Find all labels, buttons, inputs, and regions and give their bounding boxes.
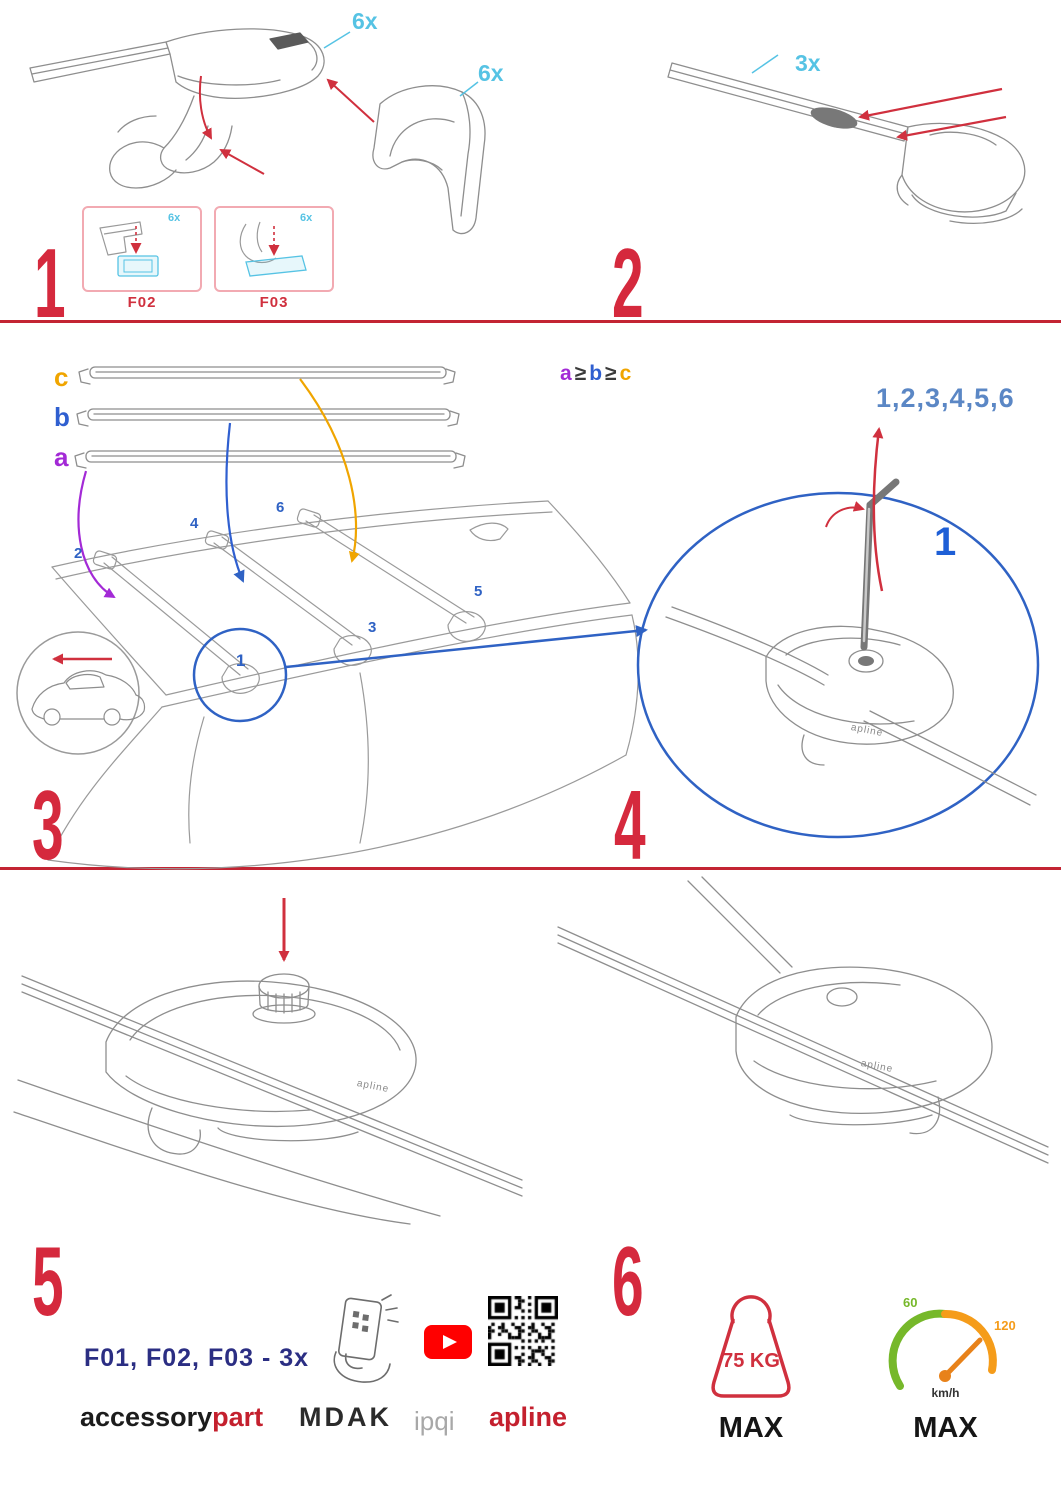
speed-high-label: 120 bbox=[994, 1318, 1016, 1333]
sequence-arrow bbox=[872, 427, 884, 592]
max-weight-label: MAX bbox=[718, 1412, 784, 1444]
qr-code bbox=[488, 1296, 558, 1366]
bar-label-a: a bbox=[54, 442, 69, 472]
crossbars-abc bbox=[74, 366, 466, 469]
step-number-4: 4 bbox=[614, 770, 646, 880]
part-label-f03: F03 bbox=[259, 294, 289, 311]
step-number-1: 1 bbox=[34, 228, 66, 338]
max-weight-icon bbox=[711, 1295, 791, 1398]
roof-layout-drawing bbox=[16, 366, 648, 870]
mounted-foot-drawing bbox=[557, 876, 1049, 1164]
part-f03-drawing bbox=[239, 221, 307, 277]
scan-phone-icon bbox=[333, 1294, 399, 1383]
brand-accessory-text: accessory bbox=[80, 1402, 213, 1432]
sequence-first: 1 bbox=[934, 520, 957, 564]
max-speed-label: MAX bbox=[913, 1412, 978, 1444]
max-speed-icon bbox=[888, 1309, 997, 1390]
qty-crossbar: 3x bbox=[795, 50, 821, 76]
qty-f02: 6x bbox=[168, 212, 181, 224]
video-parts-reference: F01, F02, F03 - 3x bbox=[84, 1344, 310, 1372]
knob-press-drawing bbox=[13, 898, 523, 1225]
part-f02-drawing bbox=[99, 221, 159, 277]
formula-c: c bbox=[619, 362, 633, 385]
endcap-cover-drawing bbox=[29, 28, 486, 235]
formula-a: a bbox=[560, 362, 573, 385]
part-box-f02 bbox=[82, 206, 202, 292]
order-arrows bbox=[77, 378, 360, 599]
length-formula: a ≥ b ≥ c bbox=[560, 362, 632, 386]
max-weight-value: 75 KG bbox=[722, 1350, 780, 1372]
position-3: 3 bbox=[368, 619, 377, 636]
part-box-f03 bbox=[214, 206, 334, 292]
bar-label-b: b bbox=[54, 402, 70, 432]
part-label-f02: F02 bbox=[127, 294, 157, 311]
rotate-arrow bbox=[825, 501, 865, 528]
position-2: 2 bbox=[74, 545, 83, 562]
youtube-icon bbox=[424, 1325, 472, 1359]
formula-b: b bbox=[589, 362, 604, 385]
tightening-sequence: 1,2,3,4,5,6 bbox=[876, 383, 1015, 413]
crossbar-insert-drawing bbox=[667, 54, 1026, 224]
position-4: 4 bbox=[190, 515, 199, 532]
assembly-arrows bbox=[198, 75, 375, 175]
qty-leader-lines bbox=[323, 31, 479, 97]
section-divider-top bbox=[0, 320, 1061, 323]
highlight-circle bbox=[192, 627, 288, 723]
qty-endcap: 6x bbox=[352, 8, 378, 34]
step-number-3: 3 bbox=[32, 770, 64, 880]
step-number-5: 5 bbox=[32, 1226, 64, 1336]
step-number-2: 2 bbox=[612, 228, 644, 338]
qty-cover: 6x bbox=[478, 60, 504, 86]
position-6: 6 bbox=[276, 499, 285, 516]
step-number-6: 6 bbox=[612, 1226, 644, 1336]
position-5: 5 bbox=[474, 583, 483, 600]
detail-pointer-arrow bbox=[285, 625, 648, 669]
bar-label-c: c bbox=[54, 362, 69, 392]
allen-key bbox=[860, 478, 900, 651]
brand-apline: apline bbox=[489, 1402, 568, 1432]
car-direction-inset bbox=[16, 631, 146, 755]
formula-gte-1: ≥ bbox=[574, 362, 588, 385]
speed-unit-label: km/h bbox=[931, 1386, 960, 1400]
section-divider-bottom bbox=[0, 867, 1061, 870]
brand-mdak: MDAK bbox=[299, 1402, 392, 1432]
speed-low-label: 60 bbox=[903, 1295, 918, 1310]
speedometer-needle bbox=[942, 1337, 983, 1379]
detail-ellipse bbox=[636, 491, 1040, 839]
foot-detail-lineart bbox=[665, 606, 1037, 806]
tightening-detail-drawing bbox=[636, 427, 1040, 839]
endcap-lineart bbox=[29, 28, 486, 235]
position-1: 1 bbox=[236, 651, 246, 670]
qty-f03: 6x bbox=[300, 212, 313, 224]
brand-accessorypart: accessorypart bbox=[80, 1404, 263, 1431]
brand-ipqi: ipqi bbox=[414, 1406, 455, 1436]
formula-gte-2: ≥ bbox=[605, 362, 618, 385]
brand-part-text: part bbox=[212, 1402, 264, 1432]
